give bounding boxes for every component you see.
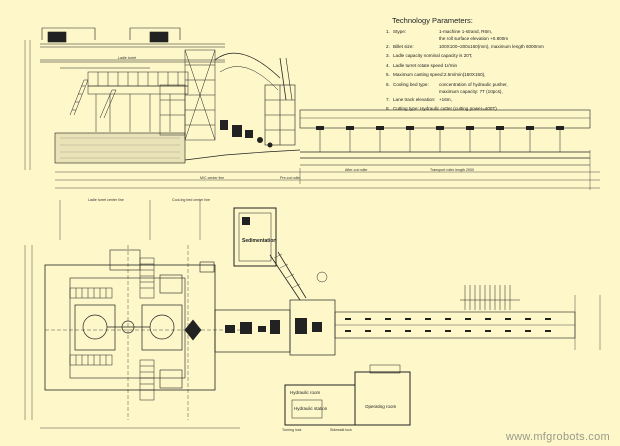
sidewalk-lock-label: Sidewalk lock bbox=[330, 428, 352, 432]
param-value: 100X100~200x160(mm), maximum length 6000… bbox=[439, 43, 544, 49]
ladle-turret-center-label: Ladle turret center line bbox=[88, 198, 124, 202]
param-label: Lane track elevation: bbox=[393, 96, 436, 102]
ladle-turret-label: Ladle turret bbox=[118, 56, 137, 60]
param-row: 5.Maximum casting speed:2.5m/min(150X150… bbox=[386, 70, 616, 80]
param-number: 8. bbox=[386, 106, 390, 112]
param-number: 1. bbox=[386, 29, 390, 34]
param-number: 4. bbox=[386, 62, 390, 68]
pre-cut-roller-label: Pre-cut roller bbox=[280, 176, 301, 180]
cooling-bed-center-label: Cool-ing bed center line bbox=[172, 198, 210, 202]
param-label: Cooling bed type: bbox=[393, 81, 429, 87]
param-label: Ladle capacity nominal capacity is 20T, bbox=[393, 53, 473, 59]
param-number: 6. bbox=[386, 81, 390, 87]
param-label: Ladle turret rotate speed 1r/min bbox=[393, 62, 458, 68]
param-label: Stype: bbox=[393, 29, 407, 34]
param-value: concentration of hydraulic pusher, bbox=[439, 81, 508, 87]
hydraulic-station-label: Hydraulic station bbox=[294, 406, 328, 411]
transport-roller-label: Transport roller length 2000 bbox=[430, 168, 475, 172]
param-row: 6.Cooling bed type: concentration of hydr… bbox=[386, 80, 616, 90]
param-list: 1.Stype: 1-machine 1-strand, R6m,the roll… bbox=[386, 27, 616, 114]
param-value: 2.5m/min(150X150), bbox=[443, 72, 486, 78]
plan-view bbox=[24, 200, 601, 429]
param-row: 1.Stype: 1-machine 1-strand, R6m, bbox=[386, 27, 616, 37]
param-value: +16m, bbox=[439, 96, 452, 102]
operating-room-label: Operating room bbox=[365, 404, 397, 409]
param-row: 2.Billet size: 100X100~200x160(mm), maxim… bbox=[386, 42, 616, 52]
sedimentation-label: Sedimentation bbox=[242, 238, 277, 244]
mc-center-line-label: M/C center line bbox=[200, 176, 225, 180]
param-row: 3.Ladle capacity nominal capacity is 20T… bbox=[386, 51, 616, 61]
technology-parameters: Technology Parameters: 1.Stype: 1-machine… bbox=[386, 16, 616, 114]
turning-lock-label: Turning lock bbox=[282, 428, 302, 432]
watermark: www.mfgrobots.com bbox=[505, 431, 610, 443]
param-number: 3. bbox=[386, 53, 390, 59]
after-cut-roller-label: After-cut roller bbox=[345, 168, 368, 172]
elevation-view bbox=[24, 27, 600, 190]
param-value: maximum capacity: 7T (10pcs), bbox=[439, 88, 503, 94]
param-label: Billet size: bbox=[393, 43, 414, 49]
param-number: 7. bbox=[386, 96, 390, 102]
param-row: 4.Ladle turret rotate speed 1r/min bbox=[386, 61, 616, 71]
param-number: 5. bbox=[386, 72, 390, 78]
params-title: Technology Parameters: bbox=[392, 16, 473, 25]
param-value: 1-machine 1-strand, R6m, bbox=[439, 29, 493, 34]
hydraulic-room-label: Hydraulic room bbox=[290, 390, 321, 395]
param-label: Maximum casting speed: bbox=[393, 72, 444, 78]
param-row: 8.Cutting type: Hydraulic cutter (cuttin… bbox=[386, 104, 616, 114]
param-row: 7.Lane track elevation:+16m, bbox=[386, 95, 616, 105]
param-value: the roll surface elevation +0.800m bbox=[439, 35, 509, 41]
param-row: the roll surface elevation +0.800m bbox=[386, 35, 616, 42]
param-row: maximum capacity: 7T (10pcs), bbox=[386, 88, 616, 95]
param-label: Cutting type: Hydraulic cutter (cutting … bbox=[393, 106, 497, 112]
param-number: 2. bbox=[386, 43, 390, 49]
